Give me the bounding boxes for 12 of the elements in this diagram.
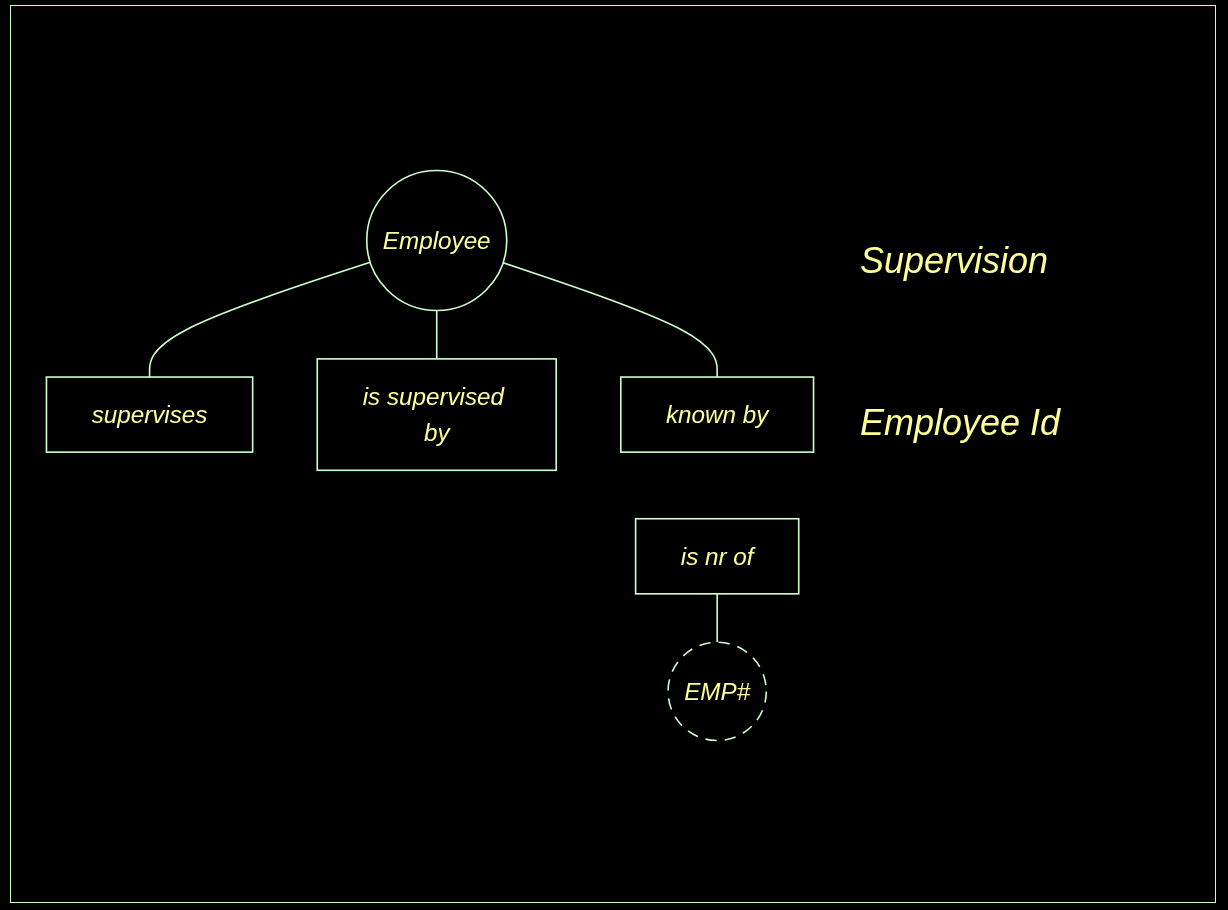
node-box: known by [620,375,815,453]
node-box: supervises [45,375,254,453]
node-box: is nr of [634,517,800,595]
connector [148,261,372,378]
connector [716,592,718,643]
node-circle: Employee [365,169,508,311]
fact-type-name: Supervision [860,240,1050,282]
fact-type-name: Employee Id [860,402,1061,444]
connector [502,261,718,378]
connector [435,309,438,360]
node-circle: EMP# [667,640,768,741]
node-box: is supervised by [316,357,557,471]
